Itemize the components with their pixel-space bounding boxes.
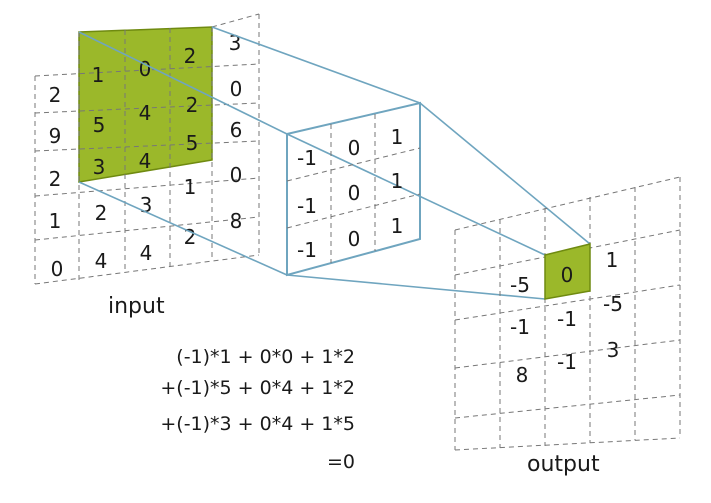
input-cell-r4-c4: 8 bbox=[230, 209, 243, 233]
kernel-cell-r1-c0: -1 bbox=[297, 194, 317, 218]
formula-block: (-1)*1 + 0*0 + 1*2 +(-1)*5 + 0*4 + 1*2 +… bbox=[160, 346, 355, 473]
kernel-cell-r2-c2: 1 bbox=[391, 214, 404, 238]
input-cell-r5-c0: 0 bbox=[51, 257, 64, 281]
kernel-cell-r2-c0: -1 bbox=[297, 238, 317, 262]
input-cell-r2-c4: 6 bbox=[230, 118, 243, 142]
kernel-cell-r2-c1: 0 bbox=[348, 227, 361, 251]
input-cell-r3-c4: 0 bbox=[230, 163, 243, 187]
output-label: output bbox=[527, 452, 600, 477]
input-cell-r4-c0: 1 bbox=[49, 209, 62, 233]
input-cell-r4-c3: 1 bbox=[184, 175, 197, 199]
input-cell-r1-c4: 0 bbox=[230, 77, 243, 101]
projection-lines bbox=[78, 26, 591, 300]
kernel-cell-r0-c1: 0 bbox=[348, 136, 361, 160]
input-cell-r0-c3: 2 bbox=[184, 44, 197, 68]
output-cell-r0-c2: 1 bbox=[606, 248, 619, 272]
input-cell-r1-c0: 2 bbox=[49, 83, 62, 107]
input-cell-r1-c3: 2 bbox=[186, 93, 199, 117]
output-cell-r0-c0: -5 bbox=[510, 273, 530, 297]
kernel-cell-r1-c2: 1 bbox=[391, 169, 404, 193]
output-cell-r0-c1: 0 bbox=[561, 263, 574, 287]
formula-line-1: (-1)*1 + 0*0 + 1*2 bbox=[176, 346, 355, 368]
input-cell-r0-c1: 1 bbox=[92, 63, 105, 87]
kernel-cell-r1-c1: 0 bbox=[348, 181, 361, 205]
input-cell-r3-c1: 3 bbox=[93, 155, 106, 179]
input-cell-r3-c3: 5 bbox=[186, 131, 199, 155]
formula-line-2: +(-1)*5 + 0*4 + 1*2 bbox=[160, 377, 355, 399]
output-highlight bbox=[544, 243, 591, 300]
output-grid: -5 0 1 -1 -1 -5 8 -1 3 output bbox=[454, 176, 681, 477]
input-cell-r3-c2: 4 bbox=[139, 149, 152, 173]
output-cell-r1-c0: -1 bbox=[510, 315, 530, 339]
input-grid: 1 0 2 3 2 1 0 2 0 9 5 4 2 6 2 3 4 5 0 1 … bbox=[34, 13, 260, 319]
input-cell-r2-c1: 5 bbox=[93, 113, 106, 137]
input-cell-r0-c2: 0 bbox=[139, 57, 152, 81]
output-cell-r2-c1: -1 bbox=[557, 350, 577, 374]
input-cell-r5-c3: 2 bbox=[184, 225, 197, 249]
output-cell-r1-c2: -5 bbox=[603, 292, 623, 316]
kernel-grid: -1 0 1 -1 0 1 -1 0 1 bbox=[286, 101, 421, 277]
input-cell-r2-c2: 4 bbox=[139, 101, 152, 125]
kernel-cell-r0-c2: 1 bbox=[391, 125, 404, 149]
input-cell-r4-c1: 2 bbox=[95, 201, 108, 225]
output-cell-r2-c0: 8 bbox=[516, 363, 529, 387]
input-cell-r3-c0: 2 bbox=[49, 167, 62, 191]
output-cell-r2-c2: 3 bbox=[607, 338, 620, 362]
input-cell-r5-c2: 4 bbox=[140, 241, 153, 265]
output-cell-r1-c1: -1 bbox=[557, 307, 577, 331]
kernel-cell-r0-c0: -1 bbox=[297, 146, 317, 170]
input-label: input bbox=[108, 294, 165, 319]
input-cell-r2-c0: 9 bbox=[49, 124, 62, 148]
formula-line-4: =0 bbox=[327, 451, 355, 473]
formula-line-3: +(-1)*3 + 0*4 + 1*5 bbox=[160, 413, 355, 435]
input-cell-r5-c1: 4 bbox=[95, 249, 108, 273]
